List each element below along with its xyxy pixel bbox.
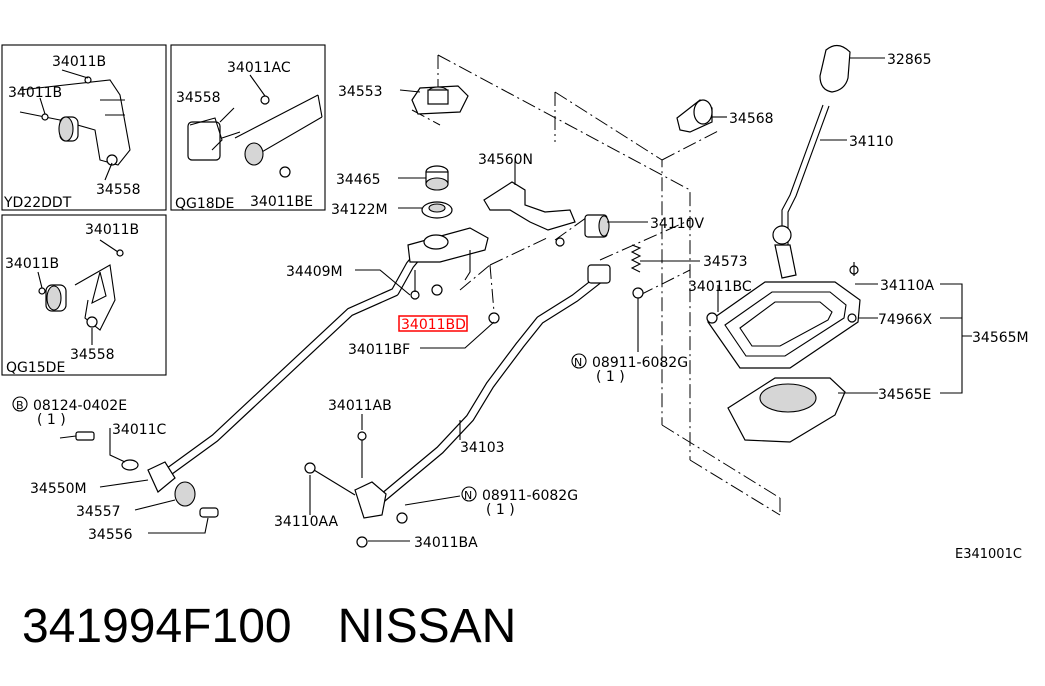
prefix-b-circle — [12, 396, 28, 412]
inset-qg18de: 34011AC 34558 34011BE QG18DE — [170, 44, 326, 212]
bracket-34409m — [407, 227, 489, 281]
housing-34565m — [706, 262, 861, 369]
inset-yd22ddt: 34011B 34011B 34558 YD22DDT — [1, 44, 167, 211]
callout-08911-6082g-1[interactable]: 08911-6082G — [592, 355, 688, 371]
fasteners-lower — [75, 237, 644, 548]
callout-08911-6082g-1-qty: ( 1 ) — [596, 369, 625, 385]
inset3-label-2: 34011B — [5, 256, 59, 272]
callout-34556[interactable]: 34556 — [88, 527, 133, 543]
callout-34560n[interactable]: 34560N — [478, 152, 533, 168]
shift-knob-32865 — [819, 44, 851, 93]
shift-lever-34110 — [772, 104, 830, 279]
callout-74966x[interactable]: 74966X — [878, 312, 933, 328]
callout-34011ba[interactable]: 34011BA — [414, 535, 478, 551]
inset3-label-1: 34011B — [85, 222, 139, 238]
callout-34011bd[interactable]: 34011BD — [401, 317, 466, 333]
support-rod-34103 — [375, 275, 603, 505]
inset3-label-3: 34558 — [70, 347, 115, 363]
footer: 341994F100 NISSAN — [22, 596, 516, 666]
prefix-b: B — [16, 399, 24, 412]
guide-lines — [411, 54, 781, 516]
callout-08911-6082g-2[interactable]: 08911-6082G — [482, 488, 578, 504]
part-number: 341994F100 — [22, 600, 292, 653]
callout-34011c[interactable]: 34011C — [112, 422, 167, 438]
spring-34573 — [630, 244, 642, 273]
callout-34011bf[interactable]: 34011BF — [348, 342, 410, 358]
inset2-label-2: 34558 — [176, 90, 221, 106]
bracket-34560n — [483, 181, 576, 231]
prefix-n-2: N — [464, 489, 472, 502]
prefix-n-circle-1 — [571, 353, 587, 369]
bushing-34553 — [411, 85, 469, 115]
inset1-label-3: 34558 — [96, 182, 141, 198]
callout-34110aa[interactable]: 34110AA — [274, 514, 339, 530]
brand-name: NISSAN — [337, 600, 517, 653]
callout-34565m[interactable]: 34565M — [972, 330, 1029, 346]
shift-linkage-parts-diagram: 34011B 34011B 34558 YD22DDT 34011AC 3455… — [1, 44, 1029, 562]
inset1-label-1: 34011B — [52, 54, 106, 70]
boot-34568 — [676, 99, 713, 133]
callout-34103[interactable]: 34103 — [460, 440, 505, 456]
callout-34110a[interactable]: 34110A — [880, 278, 935, 294]
control-rod-34550m — [155, 242, 430, 483]
inset1-variant: YD22DDT — [3, 195, 72, 211]
inset1-label-2: 34011B — [8, 85, 62, 101]
callout-34122m[interactable]: 34122M — [331, 202, 388, 218]
callout-34565e[interactable]: 34565E — [878, 387, 931, 403]
callout-34550m[interactable]: 34550M — [30, 481, 87, 497]
callout-08124-0402e-qty: ( 1 ) — [37, 412, 66, 428]
highlight-box — [398, 315, 468, 332]
inset3-variant: QG15DE — [6, 360, 65, 376]
callout-34110v[interactable]: 34110V — [650, 216, 705, 232]
seat-34122m — [421, 201, 453, 219]
leader-lines — [59, 57, 972, 542]
callout-08911-6082g-2-qty: ( 1 ) — [486, 502, 515, 518]
prefix-n-circle-2 — [461, 486, 477, 502]
inset2-variant: QG18DE — [175, 196, 234, 212]
callout-08124-0402e[interactable]: 08124-0402E — [33, 398, 127, 414]
callout-34011ab[interactable]: 34011AB — [328, 398, 392, 414]
callout-34557[interactable]: 34557 — [76, 504, 121, 520]
inset2-label-1: 34011AC — [227, 60, 291, 76]
callout-34553[interactable]: 34553 — [338, 84, 383, 100]
bushing-34110v — [584, 214, 611, 284]
callout-34568[interactable]: 34568 — [729, 111, 774, 127]
callout-34409m[interactable]: 34409M — [286, 264, 343, 280]
callout-34465[interactable]: 34465 — [336, 172, 381, 188]
part-callouts: 32865 34568 34110 34553 34465 34122M 345… — [12, 52, 1029, 562]
callout-34110[interactable]: 34110 — [849, 134, 894, 150]
boot-34565e — [727, 377, 846, 443]
callout-32865[interactable]: 32865 — [887, 52, 932, 68]
bushing-34465 — [425, 165, 449, 191]
callout-34573[interactable]: 34573 — [703, 254, 748, 270]
diagram-code: E341001C — [955, 547, 1022, 562]
callout-34011bc[interactable]: 34011BC — [688, 279, 752, 295]
prefix-n-1: N — [574, 356, 582, 369]
inset-qg15de: 34011B 34011B 34558 QG15DE — [1, 214, 167, 376]
inset2-label-3: 34011BE — [250, 194, 313, 210]
